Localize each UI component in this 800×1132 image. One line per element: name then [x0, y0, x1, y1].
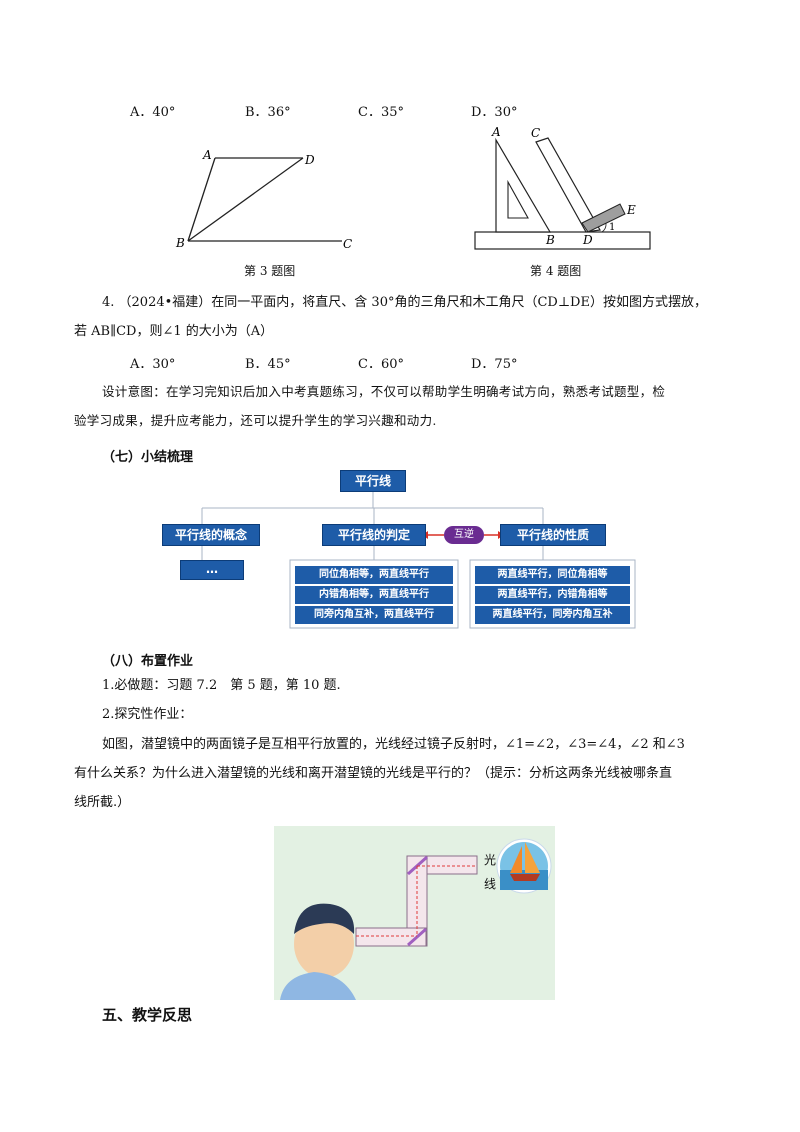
summary-heading: （七）小结梳理	[102, 450, 194, 465]
concept-map-lines	[201, 490, 636, 629]
concept-map: 平行线 平行线的概念 … 平行线的判定 互逆 平行线的性质 同位角相等，两直线平…	[148, 468, 644, 633]
q3-choice-b: B．36°	[245, 105, 291, 120]
q4-label-b: B	[545, 233, 555, 247]
concept-map-concept: 平行线的概念	[162, 524, 260, 546]
judgement-item-3: 同旁内角互补，两直线平行	[295, 606, 453, 624]
q3-figure: A D B C	[175, 148, 352, 251]
concept-map-concept-child: …	[180, 560, 244, 580]
homework-item1: 1.必做题：习题 7.2 第 5 题，第 10 题.	[102, 678, 341, 693]
q4-choice-a: A．30°	[130, 357, 176, 372]
q3-choice-a: A．40°	[130, 105, 176, 120]
reflection-heading: 五、教学反思	[102, 1006, 193, 1024]
periscope-label-2: 线	[484, 877, 496, 891]
judgement-item-2: 内错角相等，两直线平行	[295, 586, 453, 604]
periscope-label-1: 光	[484, 853, 496, 867]
q4-question-line2: 若 AB∥CD，则∠1 的大小为（A）	[74, 324, 274, 339]
concept-map-root: 平行线	[340, 470, 406, 492]
q3-choices: A．40° B．36° C．35° D．30°	[0, 101, 800, 120]
homework-paragraph-line3: 线所截.）	[74, 795, 131, 810]
q4-label-c: C	[531, 126, 540, 140]
q3-label-d: D	[304, 153, 315, 167]
q4-choice-c: C．60°	[358, 357, 404, 372]
q4-label-d: D	[582, 233, 593, 247]
property-item-1: 两直线平行，同位角相等	[475, 566, 630, 584]
periscope-illustration: 光 线	[274, 826, 555, 1000]
q3-label-a: A	[202, 148, 212, 162]
homework-paragraph-line1: 如图，潜望镜中的两面镜子是互相平行放置的，光线经过镜子反射时，∠1=∠2，∠3=…	[102, 737, 685, 752]
design-intent-line1: 设计意图：在学习完知识后加入中考真题练习，不仅可以帮助学生明确考试方向，熟悉考试…	[102, 384, 666, 399]
q3-choice-d: D．30°	[471, 105, 518, 120]
design-intent-line2: 验学习成果，提升应考能力，还可以提升学生的学习兴趣和动力.	[74, 413, 437, 428]
q4-question-line1: 4. （2024•福建）在同一平面内，将直尺、含 30°角的三角尺和木工角尺（C…	[102, 295, 707, 310]
homework-heading: （八）布置作业	[102, 654, 194, 669]
homework-item2: 2.探究性作业：	[102, 707, 193, 722]
q4-label-angle1: 1	[609, 222, 615, 233]
q3-choice-c: C．35°	[358, 105, 404, 120]
concept-map-relation: 互逆	[444, 526, 484, 544]
concept-map-property: 平行线的性质	[500, 524, 606, 546]
homework-paragraph-line2: 有什么关系？为什么进入潜望镜的光线和离开潜望镜的光线是平行的？（提示：分析这两条…	[74, 766, 673, 781]
q3-label-c: C	[343, 237, 352, 251]
q4-choices: A．30° B．45° C．60° D．75°	[0, 353, 800, 372]
q4-label-e: E	[626, 203, 636, 217]
concept-map-judgement: 平行线的判定	[322, 524, 426, 546]
q4-label-a: A	[491, 125, 501, 139]
q3-label-b: B	[175, 236, 185, 250]
property-item-3: 两直线平行，同旁内角互补	[475, 606, 630, 624]
q3-caption: 第 3 题图	[244, 264, 296, 278]
q4-choice-d: D．75°	[471, 357, 518, 372]
q4-figure: A C E B D 1	[474, 125, 651, 250]
q4-caption: 第 4 题图	[530, 264, 582, 278]
q4-choice-b: B．45°	[245, 357, 291, 372]
judgement-item-1: 同位角相等，两直线平行	[295, 566, 453, 584]
property-item-2: 两直线平行，内错角相等	[475, 586, 630, 604]
